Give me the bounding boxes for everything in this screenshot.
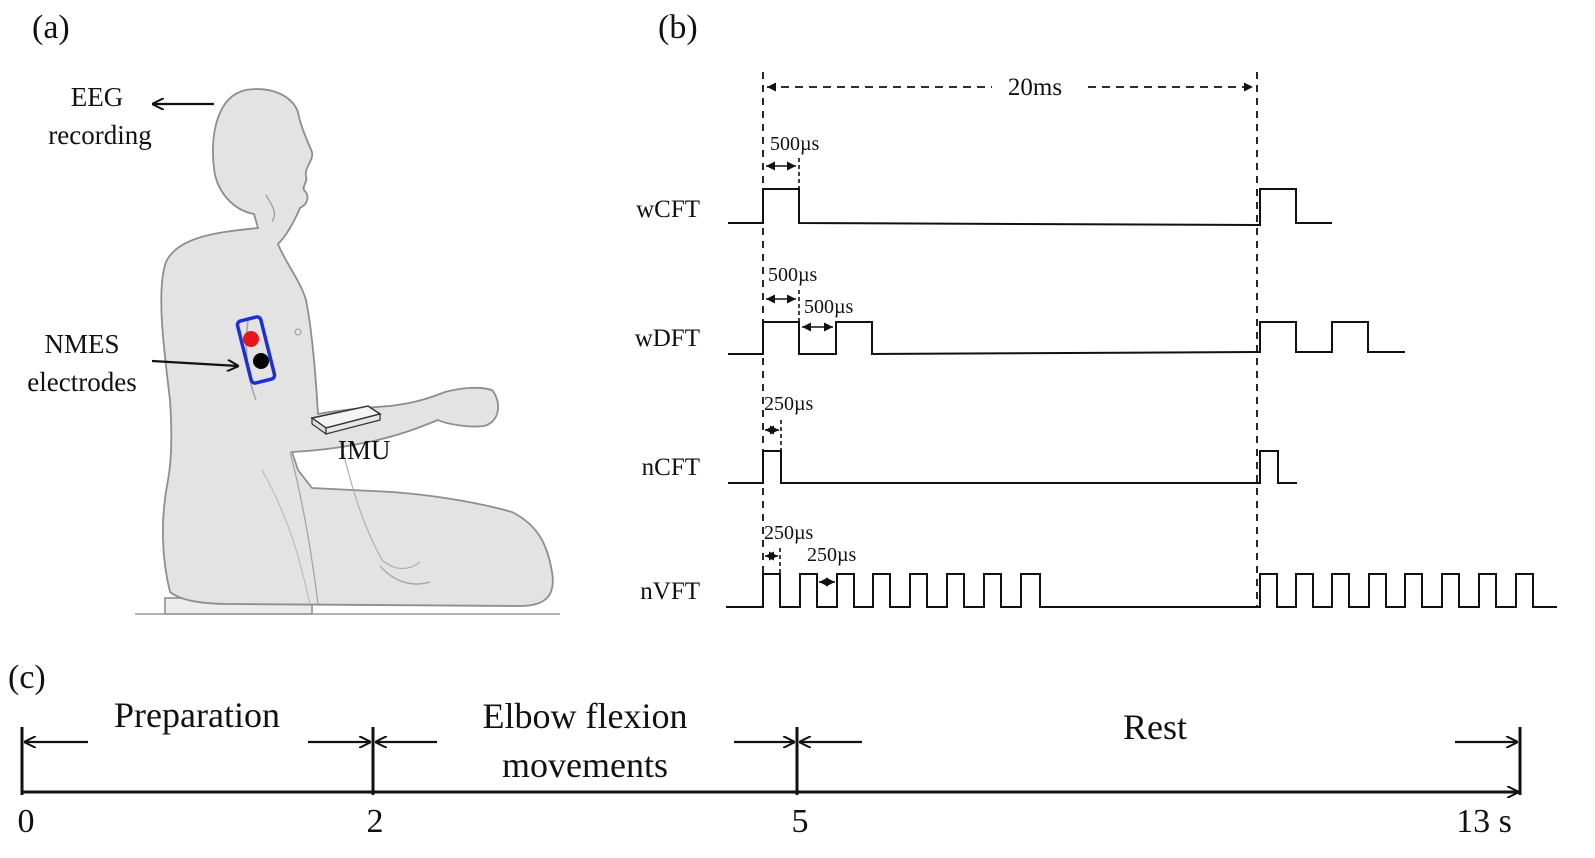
tick-label-2: 2 — [367, 803, 384, 840]
positive-electrode-icon — [243, 331, 259, 347]
eeg-label-line2: recording — [48, 120, 151, 150]
nmes-label-line1: NMES — [44, 329, 119, 359]
nmes-arrow — [151, 361, 238, 366]
waveform-label-ncft: nCFT — [642, 454, 700, 481]
nvft-gap-label: 250µs — [807, 544, 857, 566]
waveform-wcft — [728, 188, 1332, 226]
panel-label-b: (b) — [658, 9, 698, 46]
ncft-width-label: 250µs — [764, 393, 814, 415]
period-label: 20ms — [1008, 74, 1062, 101]
nmes-electrode-pad — [235, 315, 277, 385]
waveform-label-wcft: wCFT — [636, 196, 700, 223]
waveform-ncft — [728, 450, 1297, 484]
wcft-width-label: 500µs — [770, 133, 820, 155]
phase-label-flexion-line2: movements — [502, 745, 668, 785]
tick-label-5: 5 — [792, 803, 809, 840]
wdft-gap-label: 500µs — [804, 296, 854, 318]
imu-label: IMU — [338, 435, 391, 465]
phase-label-rest: Rest — [1123, 707, 1187, 747]
waveform-label-wdft: wDFT — [635, 325, 700, 352]
nmes-label-line2: electrodes — [27, 367, 136, 397]
phase-label-preparation: Preparation — [114, 695, 280, 735]
waveform-nvft — [726, 573, 1557, 608]
wdft-width-label: 500µs — [768, 264, 818, 286]
tick-label-13s: 13 s — [1456, 803, 1512, 840]
negative-electrode-icon — [253, 353, 269, 369]
panel-label-a: (a) — [32, 9, 70, 46]
panel-label-c: (c) — [8, 659, 46, 696]
nvft-width-label: 250µs — [764, 522, 814, 544]
eeg-label-line1: EEG — [71, 82, 123, 112]
tick-label-0: 0 — [18, 803, 35, 840]
phase-label-flexion-line1: Elbow flexion — [483, 696, 688, 736]
seated-person-illustration — [135, 88, 560, 615]
waveform-label-nvft: nVFT — [640, 578, 700, 605]
imu-sensor-icon — [310, 405, 382, 436]
